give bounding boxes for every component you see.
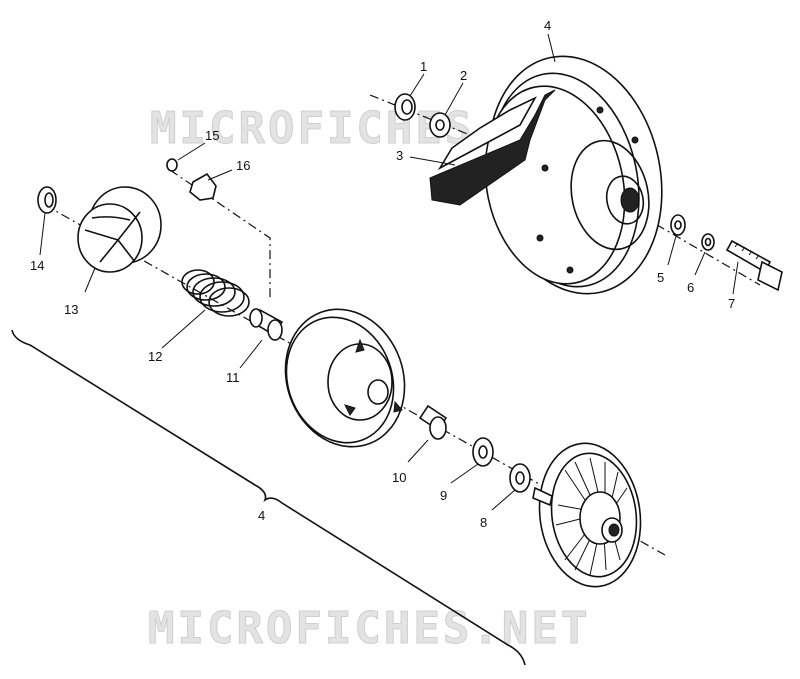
- callout-1: 1: [420, 59, 427, 74]
- part-8-washer: [509, 463, 531, 493]
- callout-8: 8: [480, 515, 487, 530]
- watermark-bottom: MICROFICHES.NET: [148, 603, 590, 654]
- upper-axis-left: [369, 94, 471, 136]
- callout-7: 7: [728, 296, 735, 311]
- part-4-sheave-upper: [484, 55, 663, 295]
- leader-lines: [39, 33, 739, 511]
- callout-12: 12: [148, 349, 162, 364]
- part-6-lockwasher: [701, 233, 715, 251]
- upper-axis-right: [639, 214, 761, 286]
- part-11-bushing: [249, 308, 284, 341]
- callout-9: 9: [440, 488, 447, 503]
- callout-11: 11: [226, 370, 240, 385]
- sheave-lower-movable: [284, 308, 406, 448]
- callout-5: 5: [657, 270, 664, 285]
- callout-16: 16: [236, 158, 250, 173]
- part-9-washer: [472, 437, 494, 467]
- sheave-lower-fixed: [532, 442, 642, 588]
- callout-13: 13: [64, 302, 78, 317]
- callout-4-lower: 4: [258, 508, 265, 523]
- callout-14: 14: [30, 258, 44, 273]
- callout-4-upper: 4: [544, 18, 551, 33]
- part-2-washer: [429, 112, 451, 138]
- callout-3: 3: [396, 148, 403, 163]
- part-5-washer: [670, 214, 686, 236]
- part-14-snapring: [37, 186, 57, 214]
- callout-6: 6: [687, 280, 694, 295]
- part-7-bolt: [725, 239, 783, 292]
- callout-labels: 1 2 3 4 5 6 7 8 9 10 11 12 13 14 15 16 4: [30, 18, 735, 530]
- part-12-spring: [181, 269, 250, 317]
- callout-10: 10: [392, 470, 406, 485]
- callout-2: 2: [460, 68, 467, 83]
- part-10-bushing: [418, 404, 448, 440]
- part-16-weight: [189, 172, 217, 201]
- part-15-pin: [166, 158, 178, 172]
- part-1-seal: [394, 93, 416, 121]
- part-13-spider: [77, 186, 162, 273]
- part-3-belt: [429, 89, 556, 206]
- assembly-brace: [11, 329, 526, 666]
- callout-15: 15: [205, 128, 219, 143]
